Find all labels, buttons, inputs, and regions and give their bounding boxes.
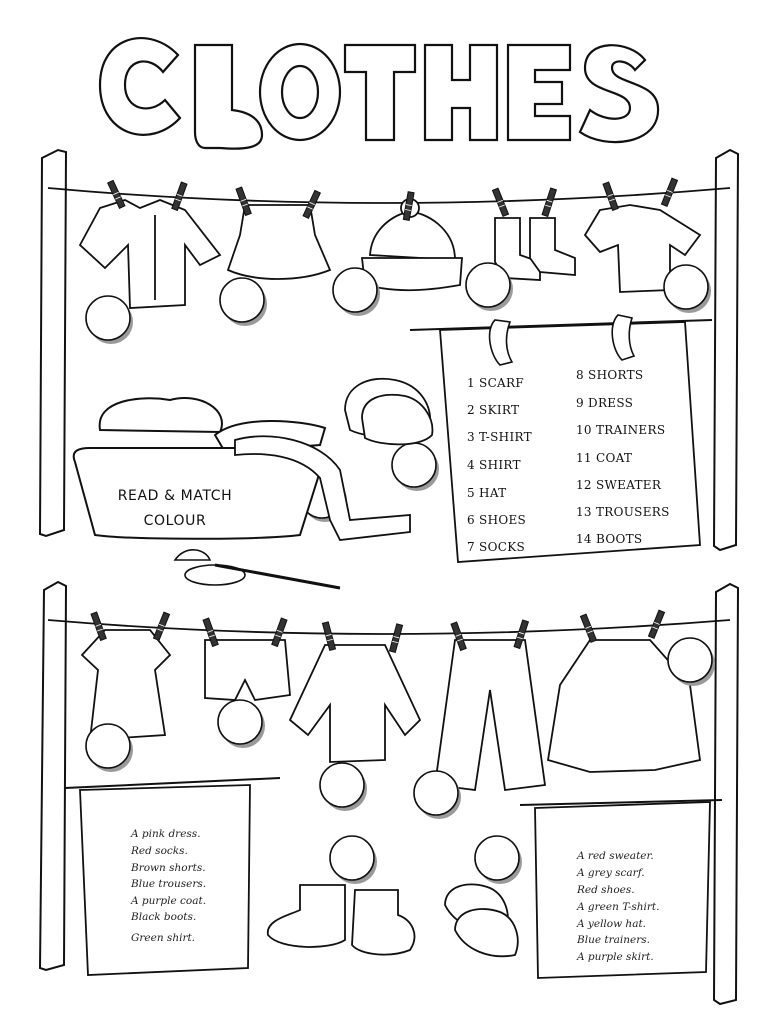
- basket-label-line1: READ & MATCH: [117, 488, 233, 504]
- vocab-item: 5 HAT: [467, 486, 507, 500]
- bottom-clothes: [80, 629, 702, 792]
- paintbrush-drawing: [173, 549, 341, 590]
- sentence-item: Green shirt.: [131, 932, 196, 944]
- letter-c: [98, 37, 182, 136]
- vocab-item: 13 TROUSERS: [576, 505, 670, 519]
- letter-t: [343, 43, 417, 142]
- vocab-item: 3 T-SHIRT: [467, 430, 532, 444]
- vocab-item: 2 SKIRT: [467, 403, 520, 417]
- basket-drawing: [72, 397, 327, 540]
- sentence-item: A purple skirt.: [577, 951, 654, 963]
- vocab-item: 9 DRESS: [576, 396, 634, 410]
- sentence-item: A grey scarf.: [577, 867, 645, 879]
- vocab-item: 6 SHOES: [467, 513, 527, 527]
- vocab-item: 11 COAT: [576, 451, 633, 465]
- vocab-item: 1 SCARF: [467, 376, 524, 390]
- hat-drawing: [369, 211, 456, 261]
- shorts-drawing: [204, 639, 291, 701]
- basket-label-line2: COLOUR: [143, 513, 207, 529]
- shoes-drawing: [344, 377, 434, 446]
- vocab-item: 4 SHIRT: [467, 458, 521, 472]
- sentence-item: Black boots.: [131, 911, 197, 923]
- tshirt-drawing: [583, 204, 702, 293]
- trousers-drawing: [433, 639, 547, 792]
- top-clothespins: [107, 177, 679, 221]
- vocab-item: 8 SHORTS: [576, 368, 644, 382]
- sentence-item: Red socks.: [131, 845, 188, 857]
- sentence-item: Blue trainers.: [577, 934, 650, 946]
- letter-s: [578, 44, 660, 144]
- sentence-item: A yellow hat.: [577, 918, 647, 930]
- shirt-drawing: [78, 199, 222, 309]
- vocab-item: 12 SWEATER: [576, 478, 662, 492]
- boots-drawing: [267, 884, 416, 956]
- trainers-drawing: [444, 883, 519, 958]
- letter-e: [506, 43, 572, 142]
- sweater-drawing: [288, 644, 422, 763]
- bottom-rope: [47, 619, 731, 635]
- skirt-drawing: [226, 204, 332, 280]
- bottom-posts: [38, 580, 740, 1006]
- letter-h-overalls: [423, 43, 499, 142]
- sentence-item: A purple coat.: [131, 895, 207, 907]
- top-rope: [47, 187, 731, 204]
- letter-l-sock: [193, 43, 264, 150]
- basket-label: READ & MATCH COLOUR: [90, 488, 260, 529]
- sentence-item: Red shoes.: [577, 884, 635, 896]
- sentence-item: Brown shorts.: [131, 862, 206, 874]
- bottom-left-paper: [79, 784, 251, 976]
- sentence-item: A red sweater.: [577, 850, 654, 862]
- paper-pins-top: [488, 314, 636, 366]
- sentence-item: A pink dress.: [131, 828, 201, 840]
- bottom-right-paper: [534, 801, 711, 979]
- top-posts: [38, 148, 740, 552]
- top-clothes: [78, 198, 702, 309]
- vocab-item: 10 TRAINERS: [576, 423, 666, 437]
- vocab-item: 14 BOOTS: [576, 532, 643, 546]
- vocab-item: 7 SOCKS: [467, 540, 525, 554]
- coat-drawing: [546, 639, 702, 773]
- title-letters: [98, 37, 660, 150]
- scarf-drawing: [234, 435, 411, 541]
- sentence-item: A green T-shirt.: [577, 901, 660, 913]
- dress-drawing: [80, 629, 172, 741]
- top-word-paper: [439, 321, 701, 563]
- sentence-item: Blue trousers.: [131, 878, 207, 890]
